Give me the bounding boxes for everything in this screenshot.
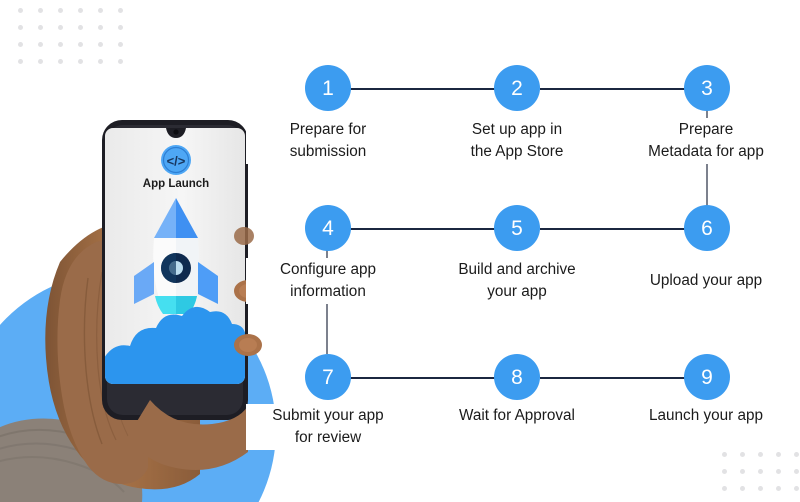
- step-number-8: 8: [494, 354, 540, 400]
- dot: [740, 486, 745, 491]
- dot: [722, 486, 727, 491]
- dot: [58, 59, 63, 64]
- app-icon-circle: [161, 145, 191, 175]
- step-number-9: 9: [684, 354, 730, 400]
- fingertip: [234, 227, 254, 245]
- step-label-2: Set up app in the App Store: [435, 118, 599, 164]
- step-label-5: Build and archive your app: [435, 258, 599, 304]
- step-label-4: Configure app information: [246, 258, 410, 304]
- dot: [794, 486, 799, 491]
- dot: [776, 452, 781, 457]
- dot: [38, 25, 43, 30]
- dot: [758, 486, 763, 491]
- dot: [794, 469, 799, 474]
- dot: [78, 42, 83, 47]
- app-name-text: App Launch: [143, 178, 209, 190]
- decorative-dot-grid-bottom-right: [722, 452, 800, 502]
- rocket-fin-left: [134, 262, 154, 304]
- step-label-7: Submit your app for review: [246, 404, 410, 450]
- step-number-1: 1: [305, 65, 351, 111]
- dot: [78, 59, 83, 64]
- connector-8-to-9: [540, 377, 688, 379]
- dot: [18, 25, 23, 30]
- rocket-fin-right: [198, 262, 218, 304]
- dot: [776, 486, 781, 491]
- dot: [78, 8, 83, 13]
- dot: [118, 25, 123, 30]
- dot: [38, 8, 43, 13]
- dot: [98, 42, 103, 47]
- dot: [118, 42, 123, 47]
- dot: [98, 59, 103, 64]
- dot: [758, 469, 763, 474]
- dot: [740, 452, 745, 457]
- phone-in-hand-illustration: </> App Launch: [0, 120, 276, 502]
- dot: [58, 25, 63, 30]
- dot: [98, 8, 103, 13]
- rocket-nose: [154, 198, 198, 238]
- dot: [58, 42, 63, 47]
- dot: [118, 59, 123, 64]
- step-label-6: Upload your app: [624, 269, 788, 293]
- dot: [18, 59, 23, 64]
- dot: [58, 8, 63, 13]
- dot: [722, 452, 727, 457]
- dot: [118, 8, 123, 13]
- dot: [78, 25, 83, 30]
- lower-palm: [128, 400, 248, 470]
- step-number-4: 4: [305, 205, 351, 251]
- dot: [776, 469, 781, 474]
- dot: [98, 25, 103, 30]
- code-brackets-icon: </>: [167, 154, 186, 169]
- step-number-6: 6: [684, 205, 730, 251]
- dot: [18, 42, 23, 47]
- step-label-1: Prepare for submission: [246, 118, 410, 164]
- step-label-3: Prepare Metadata for app: [624, 118, 788, 164]
- step-number-7: 7: [305, 354, 351, 400]
- dot: [38, 59, 43, 64]
- dot: [794, 452, 799, 457]
- step-number-2: 2: [494, 65, 540, 111]
- connector-4-to-5: [350, 228, 498, 230]
- connector-7-to-8: [350, 377, 498, 379]
- connector-2-to-3: [540, 88, 688, 90]
- dot: [38, 42, 43, 47]
- front-camera: [173, 129, 179, 135]
- connector-5-to-6: [540, 228, 688, 230]
- decorative-dot-grid-top-left: [18, 8, 138, 76]
- step-label-9: Launch your app: [624, 404, 788, 428]
- dot: [758, 452, 763, 457]
- dot: [740, 469, 745, 474]
- dot: [722, 469, 727, 474]
- connector-1-to-2: [350, 88, 498, 90]
- phone-screen: </> App Launch: [105, 128, 245, 384]
- dot: [18, 8, 23, 13]
- step-number-3: 3: [684, 65, 730, 111]
- step-number-5: 5: [494, 205, 540, 251]
- launch-cloud: [105, 306, 245, 384]
- step-label-8: Wait for Approval: [435, 404, 599, 428]
